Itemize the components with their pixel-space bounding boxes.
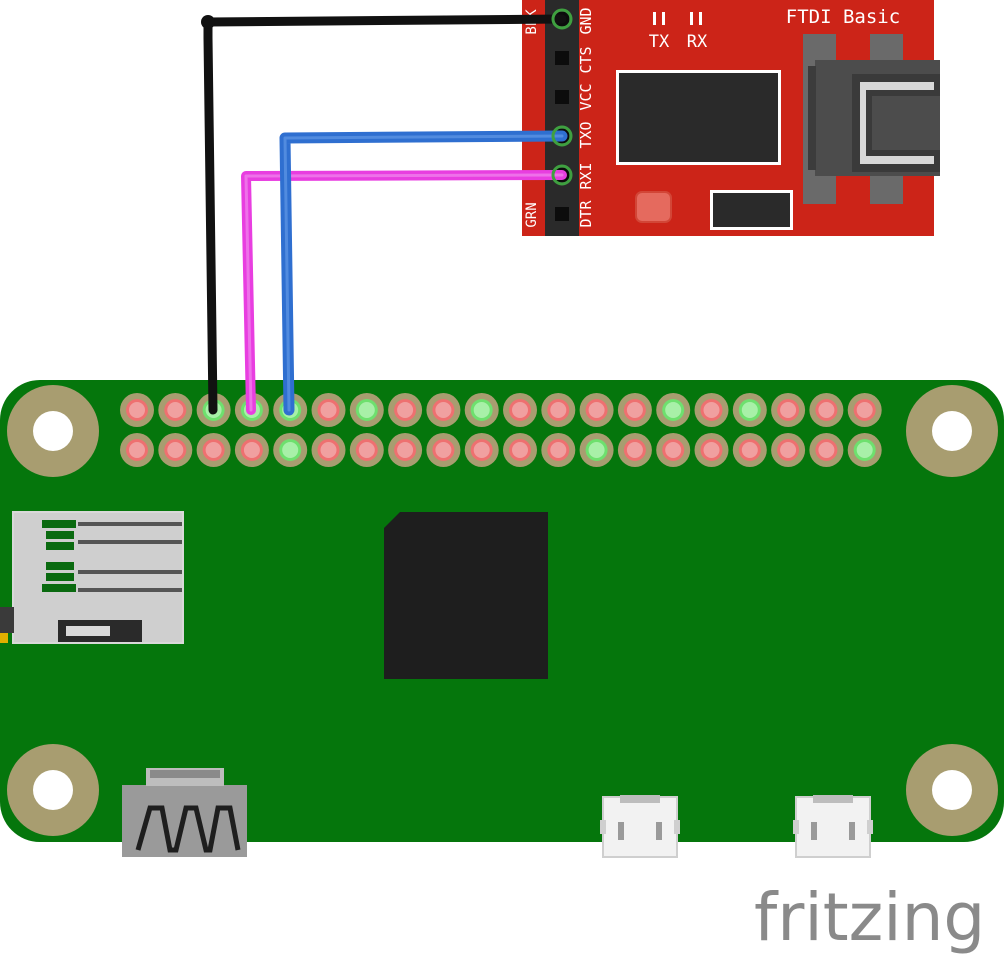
mini-hdmi-port: [122, 768, 247, 857]
gpio-pin-r1-c16: [732, 433, 767, 467]
gpio-pin-r0-c12: [579, 393, 614, 427]
gpio-pin-r0-c13: [617, 393, 652, 427]
gpio-pin-r0-c6: [349, 393, 384, 427]
gpio-pin-r1-c19: [847, 433, 882, 467]
gpio-pin-r0-c10: [503, 393, 537, 427]
rxi-wire[interactable]: [241, 170, 567, 415]
ftdi-pin-cts: [555, 51, 569, 65]
gpio-header: [120, 393, 882, 467]
ftdi-pin-vcc: [555, 90, 569, 104]
gpio-pin-r0-c15: [694, 393, 729, 427]
ftdi-pin-label-dtr: DTR: [577, 199, 595, 227]
gpio-pin-r1-c14: [656, 433, 691, 467]
mounting-hole-bottom-left: [7, 744, 99, 836]
tx-led: [653, 12, 665, 25]
gpio-pin-r1-c9: [464, 433, 499, 467]
ftdi-txo-connection: [551, 125, 573, 147]
gpio-pin-r1-c1: [158, 433, 193, 467]
gpio-pin-r0-c8: [426, 393, 461, 427]
gpio-pin-r0-c0: [120, 393, 154, 427]
gpio-pin-r1-c6: [349, 433, 384, 467]
gpio-pin-r0-c19: [847, 393, 882, 427]
ftdi-gnd-connection: [551, 8, 573, 30]
gpio-pin-r0-c1: [158, 393, 193, 427]
fritzing-logo: fritzing: [754, 879, 985, 956]
mounting-hole-top-left: [7, 385, 99, 477]
txo-wire[interactable]: [279, 130, 568, 416]
ftdi-pin-label-rxi: RXI: [577, 162, 595, 189]
gpio-pin-r1-c8: [426, 433, 461, 467]
ftdi-pin-dtr: [555, 207, 569, 221]
mounting-hole-bottom-right: [906, 744, 998, 836]
ftdi-header-strip: [545, 0, 579, 236]
gpio-pin-r0-c18: [809, 393, 844, 427]
micro-usb-port-power: [793, 795, 873, 858]
gpio-pin-r1-c7: [388, 433, 423, 467]
micro-sd-slot: [0, 511, 184, 644]
gpio-pin-r0-c11: [541, 393, 576, 427]
gpio-pin-r0-c14: [656, 393, 691, 427]
gpio-pin-r1-c4: [273, 433, 308, 467]
rx-led-label: RX: [687, 32, 708, 52]
raspberry-pi-zero: [0, 380, 1004, 858]
gpio-pin-r1-c12: [579, 433, 614, 467]
gpio-pin-r0-c7: [388, 393, 423, 427]
ftdi-pin-label-cts: CTS: [577, 46, 595, 73]
mini-usb-connector: [803, 34, 940, 204]
gpio-pin-r1-c0: [120, 433, 154, 467]
gpio-pin-r1-c3: [234, 433, 269, 467]
gpio-pin-r1-c11: [541, 433, 576, 467]
ftdi-title: FTDI Basic: [786, 6, 900, 28]
gpio-pin-r1-c2: [196, 433, 231, 467]
gpio-pin-r0-c5: [311, 393, 346, 427]
gnd-wire[interactable]: [201, 14, 567, 415]
gpio-pin-r0-c9: [464, 393, 499, 427]
gpio-pin-r1-c13: [617, 433, 652, 467]
gpio-pin-r1-c10: [503, 433, 537, 467]
ftdi-side-label-bottom: GRN: [524, 202, 540, 227]
ftdi-pin-label-txo: TXO: [577, 121, 595, 148]
ftdi-pin-label-gnd: GND: [577, 7, 595, 34]
ftdi-pin-label-vcc: VCC: [577, 83, 595, 110]
wires: [201, 8, 573, 416]
micro-usb-port-data: [600, 795, 680, 858]
rx-led: [690, 12, 702, 25]
gpio-pin-r1-c15: [694, 433, 729, 467]
gpio-pin-r1-c5: [311, 433, 346, 467]
tx-led-label: TX: [649, 32, 670, 52]
ftdi-regulator: [713, 193, 790, 227]
ftdi-capacitor: [635, 191, 672, 223]
mounting-hole-top-right: [906, 385, 998, 477]
fritzing-brand: fritzing: [754, 879, 985, 956]
gpio-pin-r0-c17: [771, 393, 806, 427]
ftdi-chip: [619, 73, 778, 162]
gpio-pin-r0-c16: [732, 393, 767, 427]
soc-chip: [384, 512, 548, 679]
gpio-pin-r1-c18: [809, 433, 844, 467]
ftdi-rxi-connection: [551, 164, 573, 186]
ftdi-basic-board: BLK GRN GND CTS VCC TXO RXI DTR TX RX FT…: [522, 0, 940, 236]
gpio-pin-r1-c17: [771, 433, 806, 467]
